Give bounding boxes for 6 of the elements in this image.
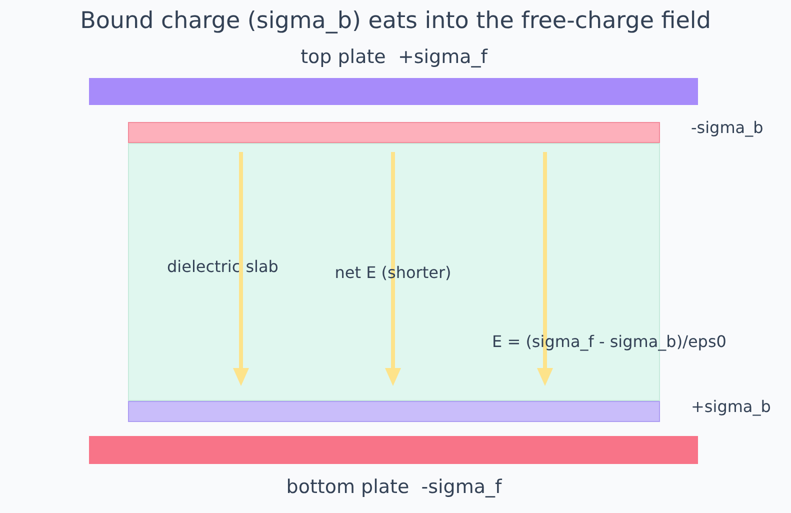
charge-label: bottom plate -sigma_f bbox=[286, 477, 502, 499]
slab-label: dielectric slab bbox=[167, 258, 278, 276]
diagram-title: Bound charge (sigma_b) eats into the free-charge field bbox=[79, 8, 712, 34]
charge-label: +sigma_b bbox=[691, 398, 771, 416]
charge-label: -sigma_b bbox=[691, 119, 764, 138]
charge-label: top plate +sigma_f bbox=[300, 47, 488, 69]
